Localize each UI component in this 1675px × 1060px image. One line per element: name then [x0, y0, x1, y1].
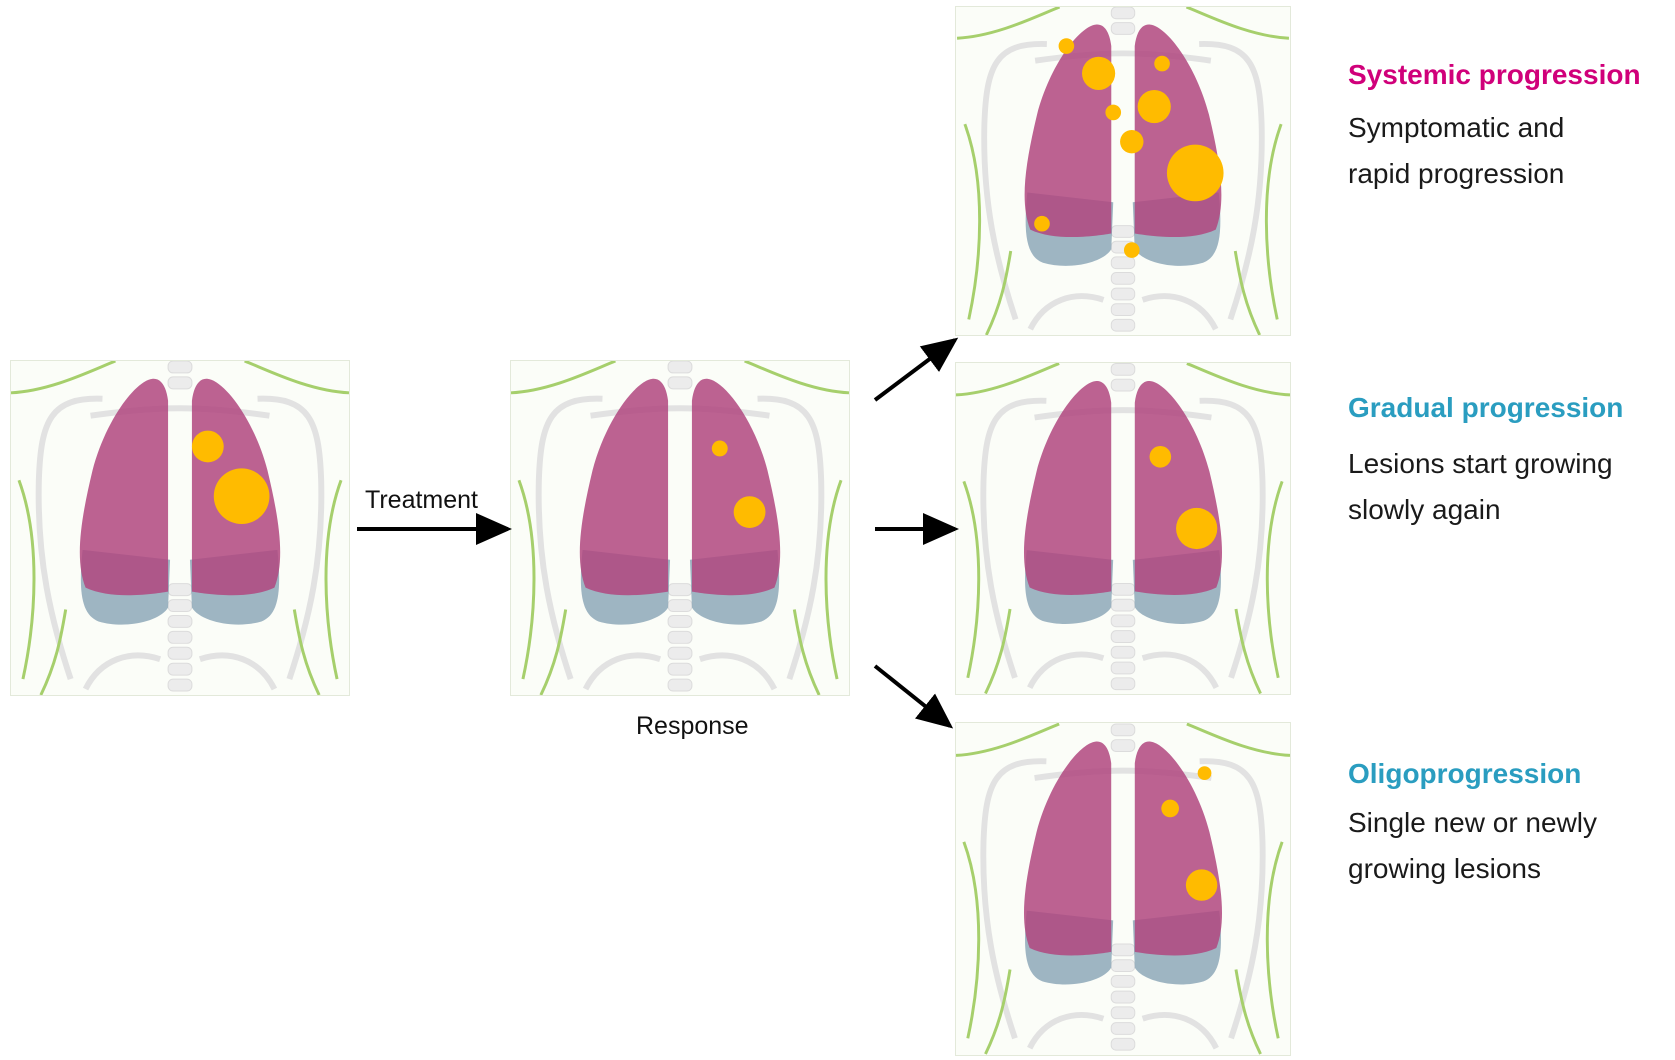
oligoprogression-chest-panel — [955, 722, 1291, 1056]
treatment-label: Treatment — [365, 486, 478, 515]
oligoprogression-description: Single new or newly growing lesions — [1348, 800, 1675, 892]
lesion — [1124, 242, 1140, 258]
left-lung — [580, 379, 668, 595]
lesion — [1154, 56, 1170, 72]
arrow-to-systemic — [875, 340, 955, 400]
arrow-to-oligo — [875, 666, 950, 726]
lesion — [1198, 766, 1212, 780]
description-line: Single new or newly — [1348, 800, 1675, 846]
description-line: growing lesions — [1348, 846, 1675, 892]
description-line: slowly again — [1348, 487, 1675, 533]
chest-anatomy — [957, 7, 1289, 335]
chest-anatomy — [956, 724, 1290, 1054]
lesion — [1120, 130, 1143, 153]
left-lung — [1024, 381, 1111, 595]
oligoprogression-chest-illustration — [956, 723, 1290, 1055]
gradual-progression-heading: Gradual progression — [1348, 392, 1623, 424]
right-lung — [1135, 24, 1222, 237]
lesion — [192, 431, 224, 463]
response-chest-illustration — [511, 361, 849, 695]
oligoprogression-heading: Oligoprogression — [1348, 758, 1581, 790]
right-lung — [692, 379, 780, 595]
chest-anatomy — [511, 361, 849, 695]
systemic-progression-heading: Systemic progression — [1348, 59, 1641, 91]
lesion — [1082, 57, 1115, 90]
response-label: Response — [636, 712, 749, 741]
lesion — [1150, 446, 1172, 468]
gradual-progression-description: Lesions start growing slowly again — [1348, 441, 1675, 533]
lesion — [1059, 38, 1075, 54]
left-lung — [1024, 742, 1111, 956]
lesion — [1161, 800, 1179, 818]
systemic-progression-chest-illustration — [956, 7, 1290, 335]
left-lung — [80, 379, 168, 595]
lesion — [1105, 105, 1121, 121]
lesion — [1176, 508, 1217, 549]
chest-anatomy — [11, 361, 349, 695]
lesion — [1167, 145, 1224, 202]
baseline-chest-illustration — [11, 361, 349, 695]
description-line: Symptomatic and — [1348, 105, 1675, 151]
systemic-progression-description: Symptomatic and rapid progression — [1348, 105, 1675, 197]
response-chest-panel — [510, 360, 850, 696]
lesion — [734, 496, 766, 528]
lesion — [1034, 216, 1050, 232]
description-line: Lesions start growing — [1348, 441, 1675, 487]
lesion — [1186, 869, 1217, 900]
systemic-progression-chest-panel — [955, 6, 1291, 336]
gradual-progression-chest-panel — [955, 362, 1291, 695]
right-lung — [1135, 381, 1222, 595]
left-lung — [1025, 24, 1112, 237]
gradual-progression-chest-illustration — [956, 363, 1290, 694]
lesion — [1138, 90, 1171, 123]
lesion — [712, 441, 728, 457]
description-line: rapid progression — [1348, 151, 1675, 197]
chest-anatomy — [956, 363, 1290, 693]
lesion — [214, 468, 270, 524]
baseline-chest-panel — [10, 360, 350, 696]
